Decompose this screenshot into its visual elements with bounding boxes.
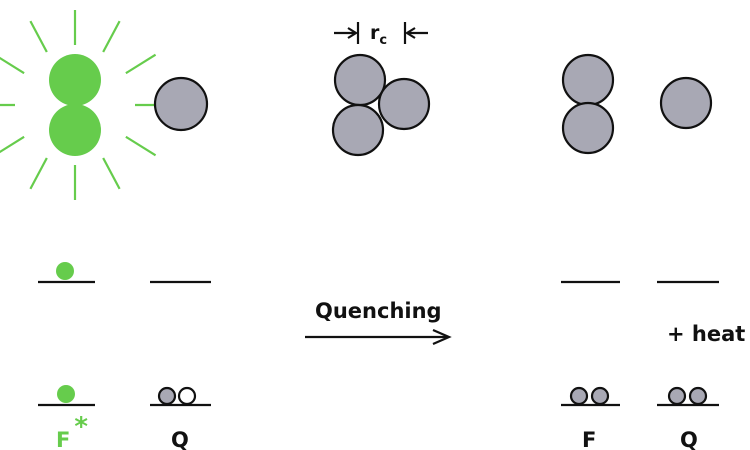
heat-label: + heat — [667, 322, 745, 346]
q-right-electron-1 — [667, 386, 687, 406]
q-electron-2 — [177, 386, 197, 406]
excited-fluorophore — [0, 10, 170, 200]
glow-rays-icon — [0, 10, 170, 200]
glow-ray-4 — [125, 53, 157, 75]
contact-complex — [331, 53, 431, 157]
f-star-label: F* — [56, 412, 88, 450]
glow-ray-9 — [29, 157, 48, 190]
excited-sphere-top — [49, 54, 101, 106]
quenching-label: Quenching — [315, 299, 442, 323]
ground-fluorophore-top — [561, 53, 615, 107]
complex-sphere-bottom — [331, 103, 385, 157]
glow-ray-10 — [0, 135, 25, 154]
glow-ray-12 — [0, 56, 25, 75]
glow-ray-7 — [102, 157, 121, 190]
glow-ray-3 — [102, 20, 121, 53]
glow-ray-6 — [125, 135, 157, 157]
contact-radius-marker — [334, 22, 428, 44]
q-left-label: Q — [171, 428, 189, 450]
f-electron-2 — [590, 386, 610, 406]
quencher-sphere — [153, 76, 209, 132]
q-electron-1 — [157, 386, 177, 406]
q-right-label: Q — [680, 428, 698, 450]
contact-radius-label: rc — [370, 22, 387, 48]
complex-sphere-right — [377, 77, 431, 131]
ground-quencher-sphere — [659, 76, 713, 130]
f-right-label: F — [582, 428, 596, 450]
excited-electron-lower — [57, 385, 75, 403]
complex-sphere-top — [333, 53, 387, 107]
q-right-electron-2 — [688, 386, 708, 406]
glow-ray-1 — [29, 20, 48, 53]
f-electron-1 — [569, 386, 589, 406]
excited-electron-upper — [56, 262, 74, 280]
ground-fluorophore-bottom — [561, 101, 615, 155]
right-arrow-icon — [305, 328, 452, 346]
excited-sphere-bottom — [49, 104, 101, 156]
